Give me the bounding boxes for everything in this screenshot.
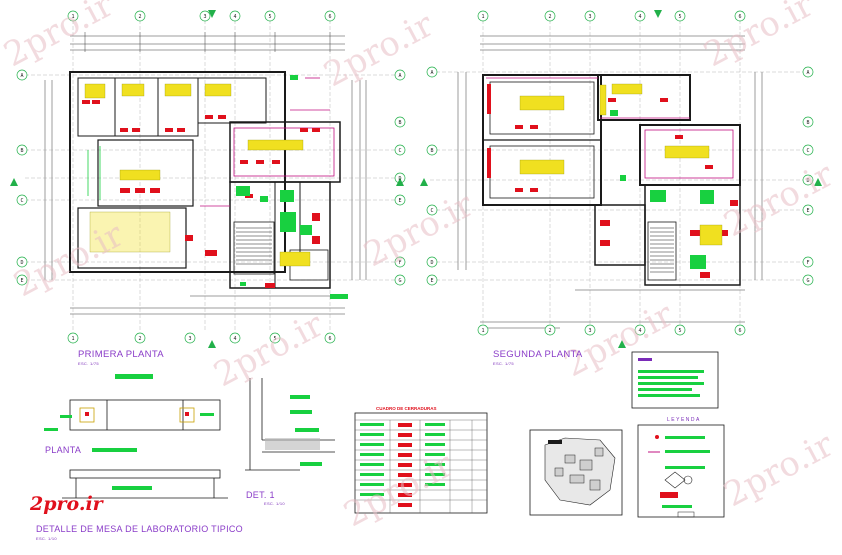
plan2-stairs: [650, 227, 674, 273]
locks-table-title: CUADRO DE CERRADURAS: [376, 406, 437, 411]
planta-label: PLANTA: [45, 445, 82, 455]
det1-title: DET. 1: [246, 490, 275, 500]
plan1-dimension-bottom: [70, 295, 345, 315]
notes-box: [631, 351, 719, 409]
plan2-walls: [482, 74, 741, 286]
bench-detail-scale: ESC. 1/10: [36, 536, 57, 541]
plan2-scale: ESC. 1/75: [493, 361, 514, 366]
plan2-title: SEGUNDA PLANTA: [493, 349, 583, 360]
plan-2: [420, 10, 822, 348]
legend-title: LEYENDA: [667, 417, 701, 423]
plan1-grid-bubbles: [10, 10, 406, 348]
bench-detail-title: DETALLE DE MESA DE LABORATORIO TIPICO: [36, 524, 243, 534]
plan2-furniture: [487, 83, 738, 278]
plan1-magenta-lines: [200, 77, 335, 207]
brand-logo: 2pro.ir: [30, 493, 103, 515]
plan1-walls: [69, 71, 341, 289]
plan2-grid-lines: [430, 20, 810, 330]
det1-detail: [245, 378, 335, 471]
plan2-grid-bubbles: [420, 10, 822, 348]
locks-table: [354, 412, 488, 514]
legend-box: [637, 424, 725, 518]
plan2-dimension-lines: [457, 35, 763, 329]
plan1-furniture: [82, 75, 348, 299]
bench-detail: [44, 374, 228, 499]
plan1-title: PRIMERA PLANTA: [78, 349, 164, 360]
location-map: [529, 429, 623, 516]
plan1-dimension-top: [70, 32, 345, 52]
det1-scale: ESC. 1/10: [264, 501, 285, 506]
plan1-scale: ESC. 1/75: [78, 361, 99, 366]
plan1-dimension-sides: [44, 80, 367, 280]
plan1-stairs: [236, 227, 272, 265]
plan-1: [10, 10, 406, 348]
plan2-magenta-lines: [486, 77, 734, 179]
